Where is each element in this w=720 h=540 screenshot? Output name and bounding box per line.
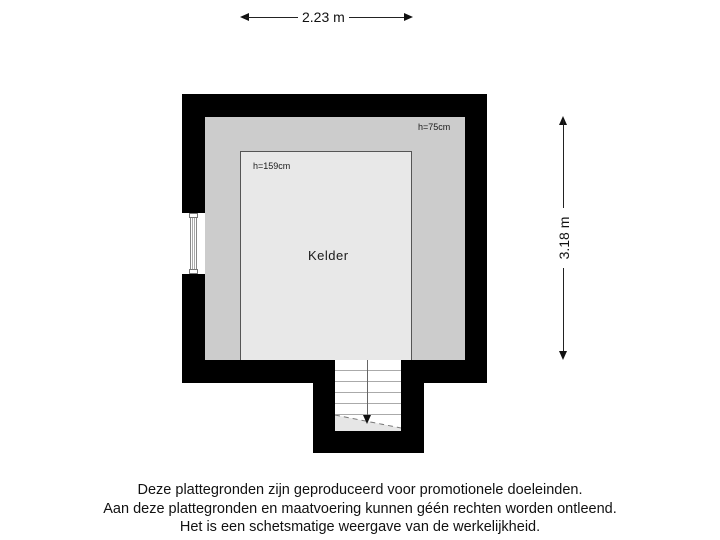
room-kelder [240,151,412,360]
stair-direction-line [367,360,368,417]
width-label: 2.23 m [298,9,349,25]
window-sill-bottom [189,269,198,274]
arrow-left-icon [240,13,249,21]
stair-treads [335,360,401,417]
height-label: 3.18 m [556,208,572,268]
window-sill-top [189,213,198,218]
window-icon [190,213,197,274]
arrow-right-icon [404,13,413,21]
stair-arrow-down-icon [363,415,371,424]
disclaimer-line-2: Aan deze plattegronden en maatvoering ku… [103,500,617,517]
height-annotation-inner: h=159cm [253,161,291,171]
height-annotation-outer: h=75cm [418,122,451,132]
room-label: Kelder [308,248,349,263]
arrow-down-icon [559,351,567,360]
disclaimer-line-3: Het is een schetsmatige weergave van de … [179,519,541,535]
disclaimer: Deze plattegronden zijn geproduceerd voo… [0,481,720,537]
disclaimer-line-1: Deze plattegronden zijn geproduceerd voo… [137,482,583,498]
